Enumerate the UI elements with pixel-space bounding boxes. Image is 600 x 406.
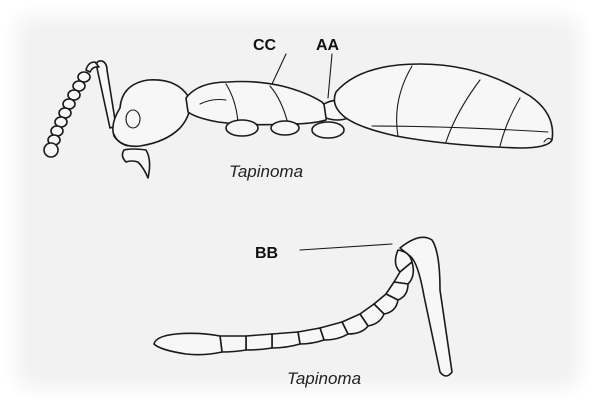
ant-gaster	[334, 64, 552, 148]
bb-leader-line	[300, 244, 392, 250]
ant-head	[113, 80, 190, 178]
label-aa: AA	[316, 37, 340, 54]
ant-antenna	[44, 61, 116, 157]
aa-leader-line	[328, 54, 332, 98]
caption-top: Tapinoma	[229, 162, 303, 181]
cc-leader-line	[272, 54, 286, 84]
ant-coxae	[226, 120, 344, 138]
antenna-detail	[154, 237, 452, 376]
ant-mesosoma	[186, 82, 327, 125]
label-cc: CC	[253, 37, 277, 54]
label-bb: BB	[255, 245, 278, 262]
ant-side-view	[44, 54, 553, 178]
caption-bottom: Tapinoma	[287, 369, 361, 388]
